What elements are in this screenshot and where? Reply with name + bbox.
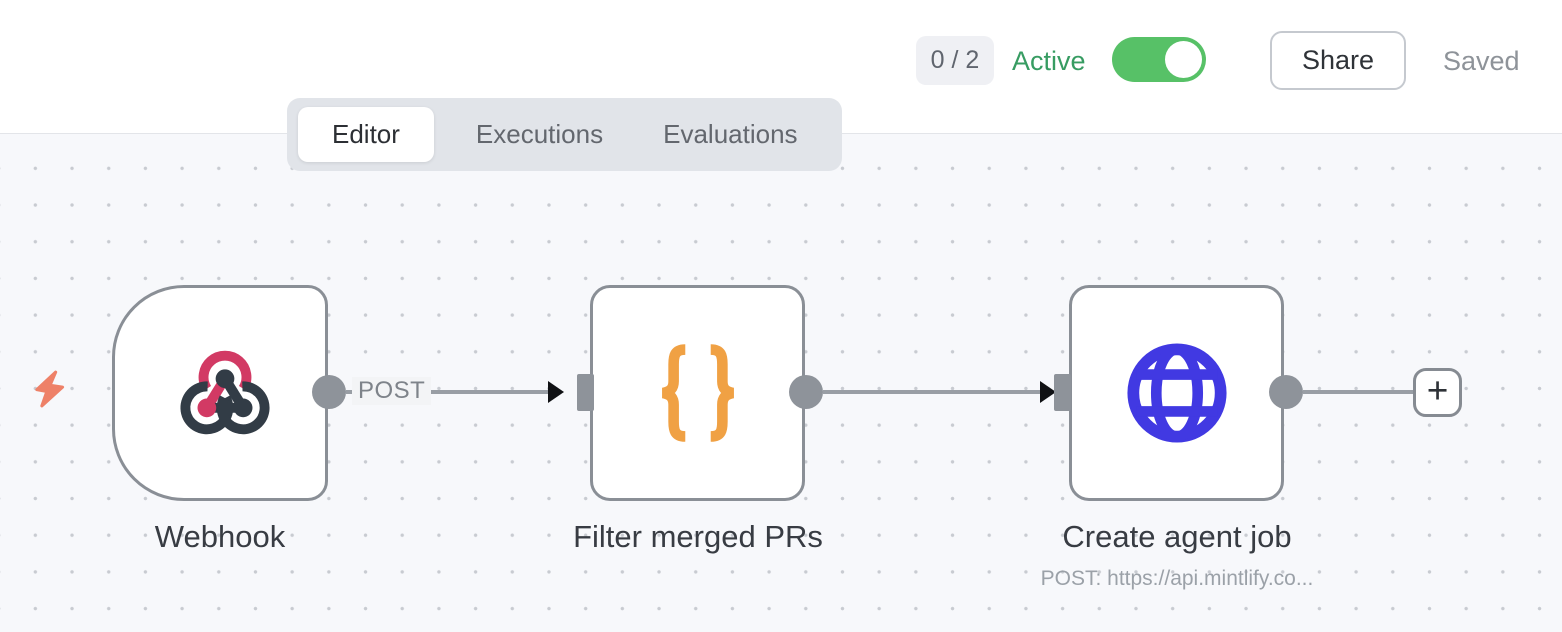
- node-title-webhook: Webhook: [154, 519, 286, 554]
- output-connector-http[interactable]: [1269, 375, 1303, 409]
- connection-webhook-to-filter: [346, 390, 548, 394]
- share-button[interactable]: Share: [1270, 31, 1406, 90]
- view-tabbar: Editor Executions Evaluations: [287, 98, 842, 171]
- globe-icon: [1121, 337, 1233, 449]
- node-webhook[interactable]: [112, 285, 328, 501]
- connection-http-to-add: [1303, 390, 1413, 394]
- webhook-icon: [170, 338, 280, 448]
- connection-filter-to-http: [823, 390, 1040, 394]
- toggle-knob-icon: [1165, 41, 1202, 78]
- input-port-http: [1054, 374, 1071, 411]
- tab-editor[interactable]: Editor: [298, 107, 434, 162]
- output-connector-webhook[interactable]: [312, 375, 346, 409]
- execution-count-badge: 0 / 2: [916, 36, 994, 85]
- code-braces-icon: [645, 340, 751, 446]
- node-title-http: Create agent job: [1062, 519, 1292, 554]
- connection-arrow-icon: [548, 381, 564, 403]
- connection-arrow-icon: [1040, 381, 1056, 403]
- output-connector-filter[interactable]: [789, 375, 823, 409]
- save-status: Saved: [1443, 46, 1520, 76]
- node-title-filter: Filter merged PRs: [573, 519, 823, 554]
- node-create-agent-job[interactable]: [1069, 285, 1284, 501]
- add-node-button[interactable]: +: [1413, 368, 1462, 417]
- node-subtitle-http: POST: https://api.mintlify.co...: [1040, 567, 1314, 590]
- trigger-bolt-icon: [30, 369, 70, 409]
- input-port-filter: [577, 374, 594, 411]
- active-label: Active: [1012, 46, 1086, 76]
- tab-executions[interactable]: Executions: [475, 119, 604, 149]
- node-filter-merged-prs[interactable]: [590, 285, 805, 501]
- tab-evaluations[interactable]: Evaluations: [663, 119, 798, 149]
- connection-label-post: POST: [352, 377, 432, 405]
- active-toggle[interactable]: [1112, 37, 1206, 82]
